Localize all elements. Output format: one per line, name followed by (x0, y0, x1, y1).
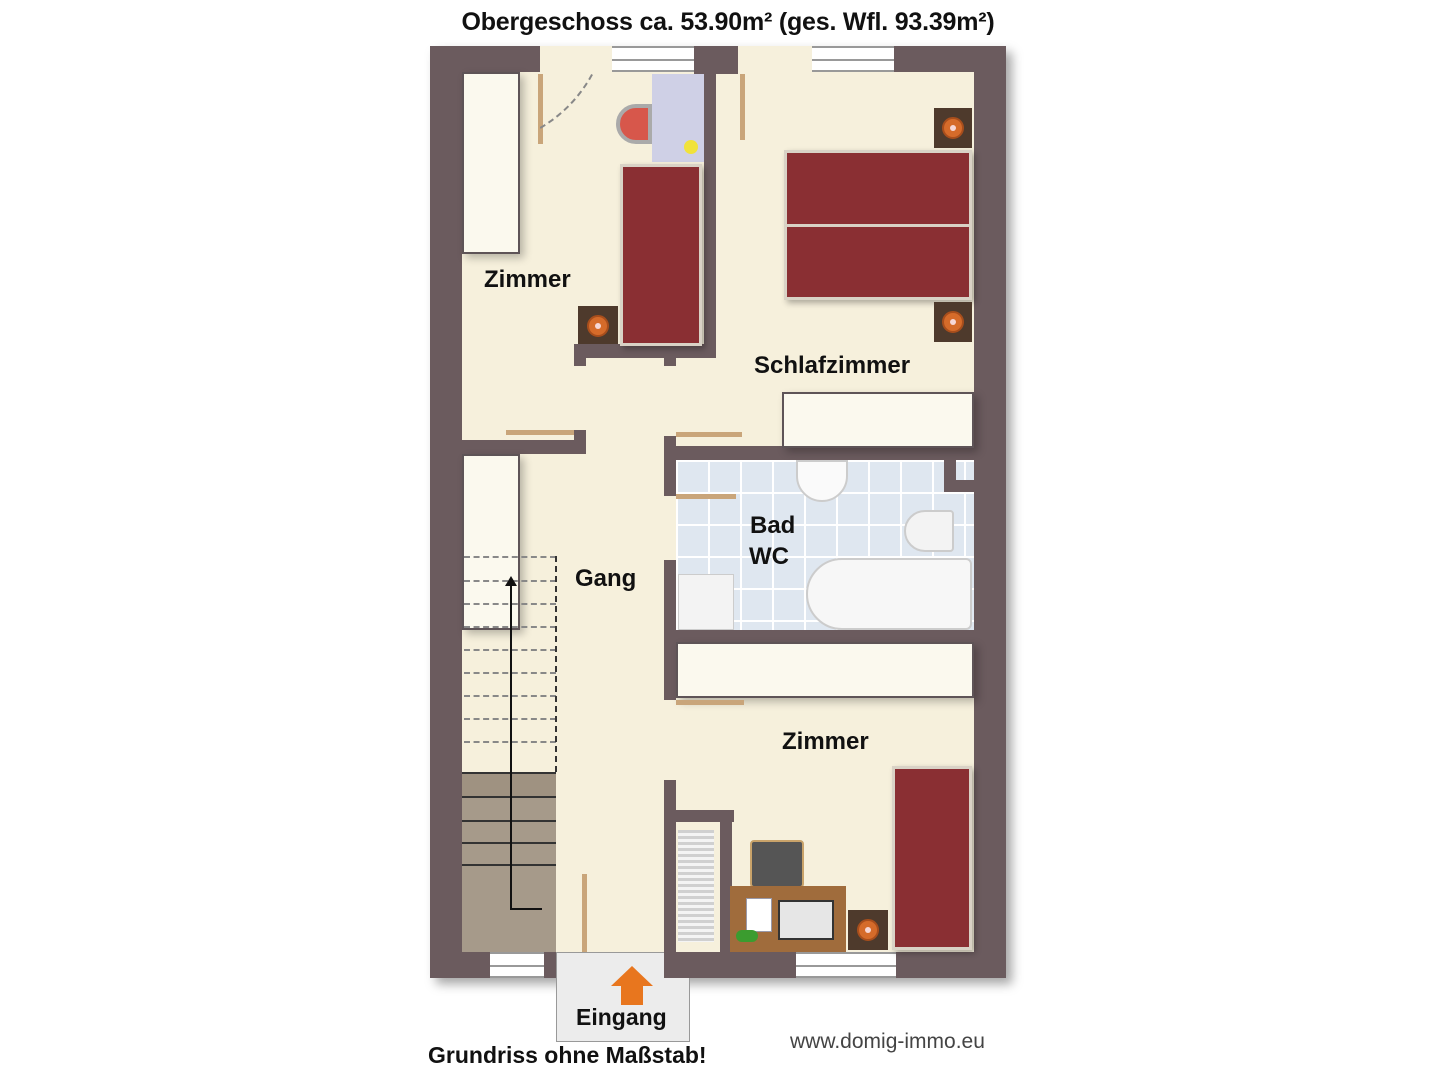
washing-machine-icon (678, 574, 734, 630)
divider-wall-vertical (704, 72, 716, 354)
window-bottom-left (490, 952, 544, 978)
chair-icon (616, 104, 652, 144)
single-bed-bottom-right (892, 766, 972, 950)
wall-bath-top (664, 446, 974, 460)
stair-arrow-icon (510, 584, 512, 910)
room-label-zimmer-top: Zimmer (484, 266, 571, 293)
wall-bath-bottom (664, 630, 974, 642)
room-label-bad: Bad (750, 512, 796, 539)
wall-zimmer-gang (462, 440, 586, 454)
bed-alcove-wall (574, 344, 716, 358)
window-top-right (812, 46, 894, 72)
stair-step (462, 820, 556, 842)
lamp-icon (587, 315, 609, 337)
divider-wall-top (694, 46, 738, 74)
stair-step (462, 796, 556, 820)
entrance-arrow-icon (611, 966, 653, 986)
bathtub-icon (806, 558, 972, 630)
ball-icon (684, 140, 698, 154)
room-label-gang: Gang (575, 565, 637, 592)
green-object-icon (736, 930, 758, 942)
toilet-icon (904, 510, 954, 552)
radiator-icon (678, 830, 714, 942)
room-label-schlafzimmer: Schlafzimmer (754, 352, 911, 379)
room-label-wc: WC (749, 543, 789, 570)
lamp-icon (857, 919, 879, 941)
lamp-icon (942, 117, 964, 139)
stair-step (462, 842, 556, 864)
laptop-icon (778, 900, 834, 940)
scale-note: Grundriss ohne Maßstab! (428, 1042, 707, 1068)
window-top-left (612, 46, 694, 72)
wardrobe-zimmer-top (462, 72, 520, 254)
sink-icon (796, 460, 848, 502)
entrance-label: Eingang (576, 1004, 667, 1030)
website-link[interactable]: www.domig-immo.eu (790, 1030, 985, 1053)
lamp-icon (942, 311, 964, 333)
notepad-icon (746, 898, 772, 932)
single-bed-top-left (620, 164, 702, 346)
window-bottom-right (796, 952, 896, 978)
floor-title: Obergeschoss ca. 53.90m² (ges. Wfl. 93.3… (461, 8, 995, 36)
room-label-zimmer-bottom: Zimmer (782, 728, 869, 755)
stair-step (462, 772, 556, 796)
wardrobe-schlafzimmer (782, 392, 974, 448)
office-chair-icon (750, 840, 804, 888)
wardrobe-hall-right (676, 642, 974, 698)
